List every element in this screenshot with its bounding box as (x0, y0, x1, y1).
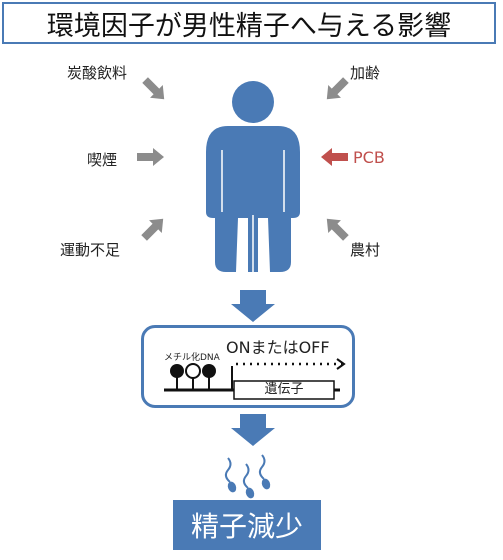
factor-aging-label: 加齢 (350, 64, 381, 82)
factor-exercise-label: 運動不足 (60, 241, 121, 259)
arrow-smoking (137, 148, 164, 166)
arrow-farm (326, 218, 349, 241)
arrow-exercise (141, 218, 164, 241)
arrow-pcb (321, 148, 348, 166)
gene-regulation-panel: メチル化DNA ONまたはOFF 遺伝子 (141, 325, 355, 408)
gene-panel-graphics (164, 358, 346, 400)
switch-label: ONまたはOFF (226, 338, 330, 357)
sperm-icons (224, 454, 271, 499)
result-box: 精子減少 (173, 500, 321, 550)
factor-smoking-label: 喫煙 (87, 151, 118, 169)
methylation-markers (170, 363, 216, 390)
arrow-carbonated (142, 77, 165, 100)
factor-farm-label: 農村 (350, 241, 381, 259)
gene-label: 遺伝子 (264, 382, 304, 397)
down-arrow-2 (231, 414, 275, 446)
down-arrow-1 (231, 290, 275, 322)
sperm-icon (242, 463, 255, 499)
arrow-aging (326, 77, 349, 100)
person-figure (206, 81, 300, 272)
diagram-title: 環境因子が男性精子へ与える影響 (2, 2, 496, 44)
methylation-label: メチル化DNA (164, 353, 220, 363)
factor-carbonated-label: 炭酸飲料 (67, 64, 128, 82)
sperm-icon (224, 457, 237, 493)
sperm-icon (258, 454, 271, 490)
factor-pcb-label: PCB (353, 148, 385, 167)
person-body (206, 126, 300, 272)
person-head (232, 81, 274, 123)
